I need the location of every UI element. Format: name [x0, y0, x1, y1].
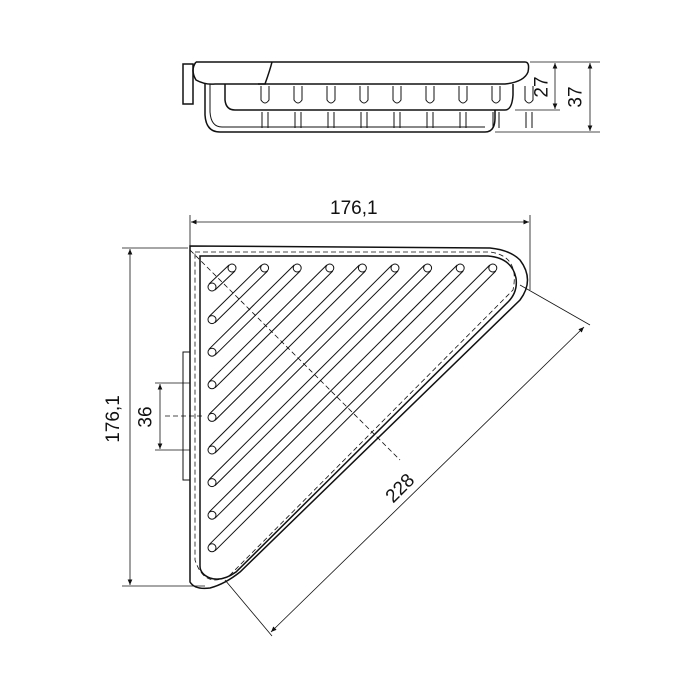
- plan-view: [122, 215, 591, 637]
- rod-upright: [293, 86, 303, 128]
- rod-end-top: [423, 263, 433, 273]
- rod-end-top: [260, 263, 270, 273]
- rod-end-left: [207, 478, 217, 488]
- rod: [207, 263, 270, 325]
- rod-end-top: [357, 263, 367, 273]
- center-line-diagonal: [189, 249, 401, 461]
- rod: [207, 263, 400, 455]
- rod-end-top: [455, 263, 465, 273]
- rod-upright: [392, 86, 402, 128]
- dim-37-label: 37: [565, 86, 587, 108]
- rod-upright: [425, 86, 435, 128]
- rod-end-left: [207, 543, 217, 553]
- dim-depth-label: 176,1: [102, 395, 124, 443]
- rod-upright: [326, 86, 336, 128]
- rod-end-left: [207, 412, 217, 422]
- rod-end-left: [207, 380, 217, 390]
- rod-upright: [260, 86, 270, 128]
- rod-end-top: [488, 263, 498, 273]
- rod-end-top: [292, 263, 302, 273]
- dim-width-label: 176,1: [330, 198, 378, 219]
- rod-end-left: [207, 510, 217, 520]
- rod: [207, 263, 302, 357]
- rod: [207, 263, 237, 292]
- rod-end-top: [325, 263, 335, 273]
- rod-upright: [491, 86, 501, 128]
- dim-mount-label: 36: [135, 406, 157, 428]
- side-view: [182, 61, 600, 133]
- rod-end-top: [227, 263, 237, 273]
- rod-upright: [359, 86, 369, 128]
- rod-end-left: [207, 315, 217, 325]
- rod-end-top: [390, 263, 400, 273]
- rod: [207, 263, 433, 488]
- rod-upright: [458, 86, 468, 128]
- rod-upright: [524, 86, 534, 128]
- dim-27-label: 27: [531, 76, 553, 98]
- rod-end-left: [207, 445, 217, 455]
- rod-end-left: [207, 282, 217, 292]
- rod: [207, 263, 367, 422]
- rod: [207, 263, 335, 390]
- dim-diagonal-line: [270, 326, 585, 633]
- rod-end-left: [207, 347, 217, 357]
